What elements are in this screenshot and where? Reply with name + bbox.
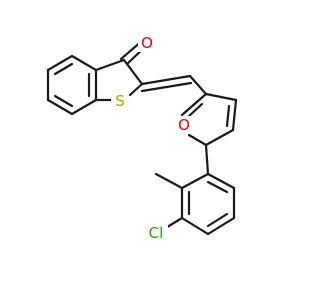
bond xyxy=(204,143,210,176)
bond xyxy=(140,81,193,93)
bond xyxy=(180,216,210,236)
furan-oxygen-atom-label: O xyxy=(178,116,190,134)
structure-diagram: O S O Cl xyxy=(46,34,238,242)
bond xyxy=(186,102,204,119)
bond xyxy=(46,54,74,72)
sulfur-atom-label: S xyxy=(115,92,125,110)
bond xyxy=(206,172,236,190)
bonds xyxy=(46,38,238,236)
bond xyxy=(154,172,184,190)
bond xyxy=(180,92,208,117)
bond xyxy=(70,54,98,72)
bond xyxy=(206,216,236,236)
bond xyxy=(231,98,238,132)
bond xyxy=(128,82,144,97)
bond xyxy=(206,180,229,194)
bond xyxy=(204,92,238,102)
bond xyxy=(70,98,98,116)
chlorine-atom-label: Cl xyxy=(149,224,164,242)
bond xyxy=(53,94,74,108)
bond xyxy=(53,62,74,76)
bond xyxy=(94,58,126,72)
bond xyxy=(204,128,235,147)
atom-labels: O S O Cl xyxy=(111,34,193,242)
bond xyxy=(206,212,229,228)
bond xyxy=(188,74,208,96)
bond xyxy=(46,98,74,116)
bond xyxy=(225,104,231,128)
oxygen-atom-label: O xyxy=(141,34,153,52)
bond xyxy=(180,172,210,190)
bond xyxy=(187,133,208,147)
bond xyxy=(140,74,192,86)
